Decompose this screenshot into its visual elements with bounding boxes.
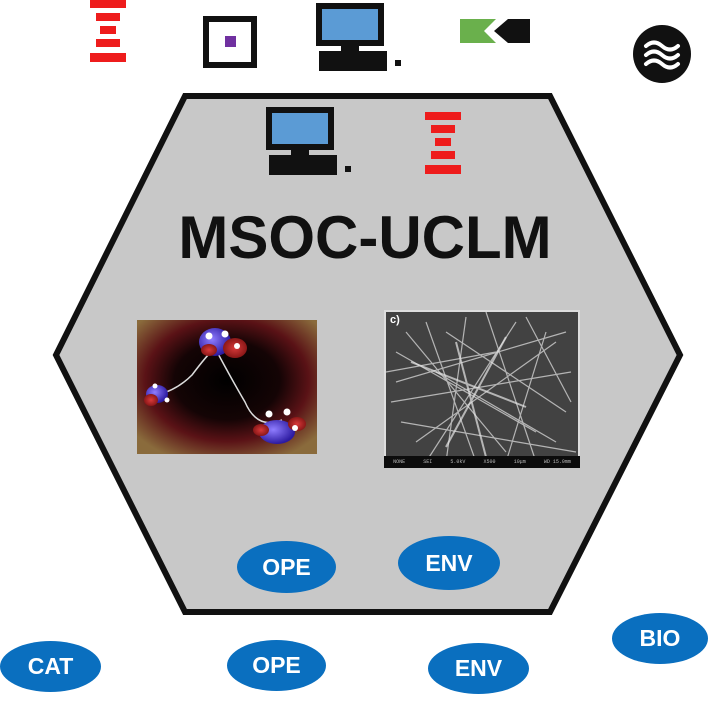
sem-micrograph-image: [386, 312, 578, 466]
bio-button[interactable]: BIO: [612, 613, 708, 664]
ope-button[interactable]: OPE: [227, 640, 326, 691]
molecule-image: [137, 320, 317, 454]
sem-info-text: 5.0kV: [450, 459, 466, 465]
env-button[interactable]: ENV: [398, 536, 500, 590]
red-bars-icon: [425, 112, 461, 174]
sem-info-text: NONE: [393, 459, 406, 465]
computer-icon: [266, 107, 351, 175]
red-bars-icon: [90, 0, 126, 62]
env-button[interactable]: ENV: [428, 643, 529, 694]
sem-info-text: WD 15.0mm: [543, 459, 571, 465]
green-arrow-icon: [460, 19, 530, 43]
waves-icon[interactable]: [632, 24, 692, 84]
computer-icon: [316, 3, 401, 71]
sem-info-text: X500: [483, 459, 496, 465]
panel-label: c): [390, 314, 400, 326]
page-title: MSOC-UCLM: [178, 204, 552, 271]
cat-button[interactable]: CAT: [0, 641, 101, 692]
square-target-icon: [203, 16, 257, 68]
sem-info-bar: NONE SEI 5.0kV X500 10μm WD 15.0mm: [384, 456, 580, 468]
sem-micrograph-frame: c) NONE SEI 5.0kV X500 10μm WD 15.0mm: [384, 310, 580, 468]
sem-info-text: 10μm: [513, 459, 526, 465]
ope-button[interactable]: OPE: [237, 541, 336, 593]
sem-info-text: SEI: [423, 459, 433, 465]
